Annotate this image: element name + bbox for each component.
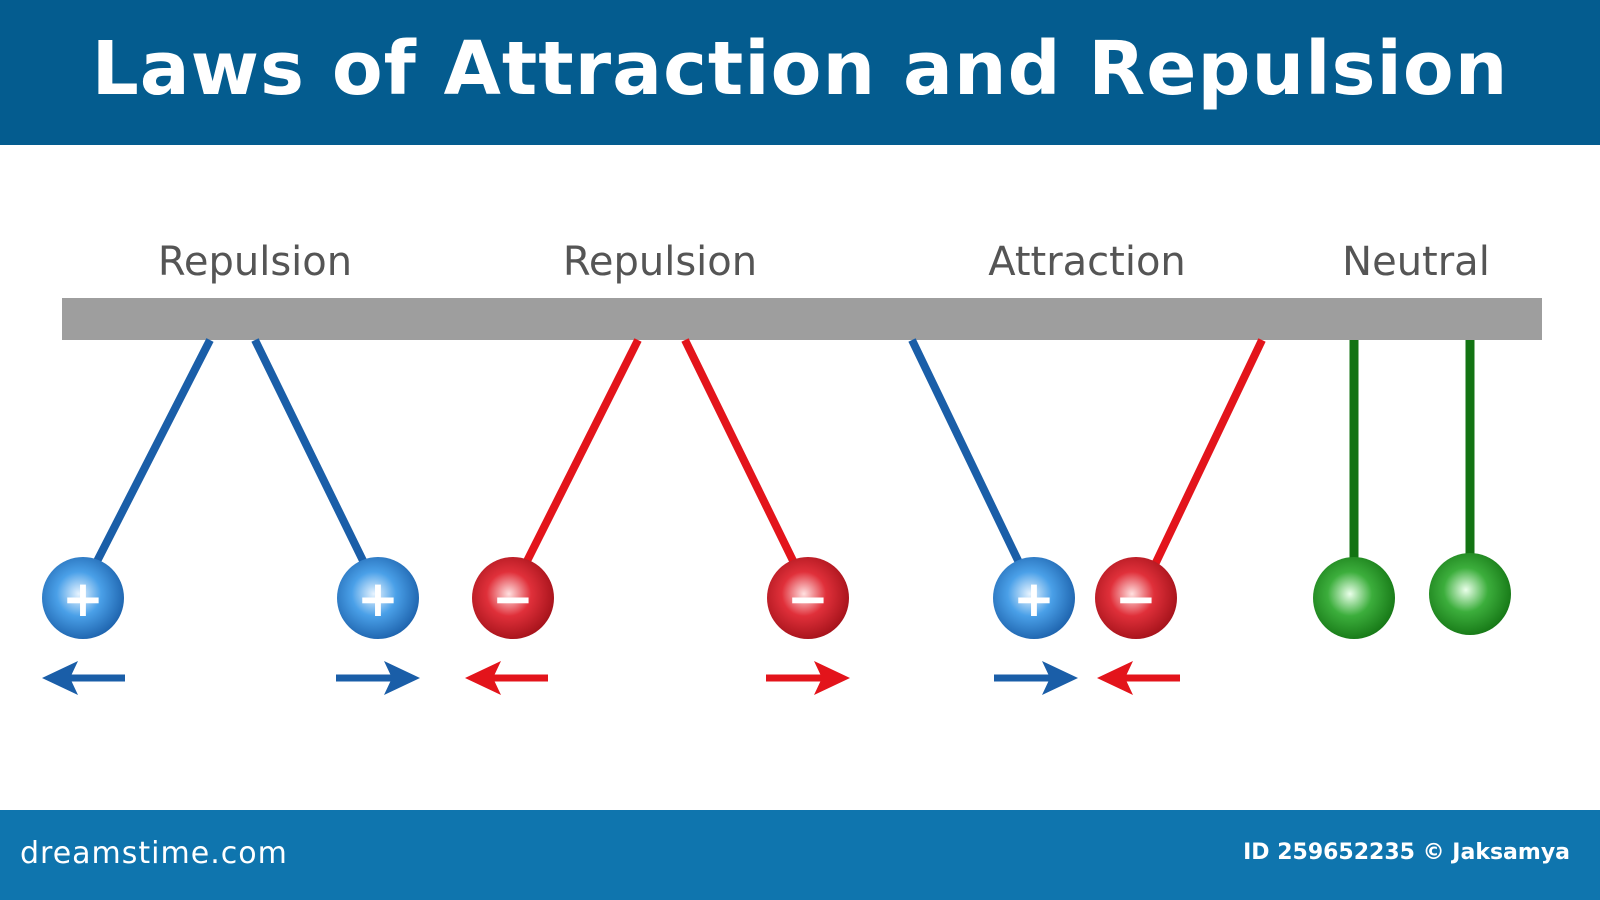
page-title: Laws of Attraction and Repulsion — [91, 25, 1509, 112]
arrow-right-icon — [766, 661, 850, 695]
support-bar — [62, 298, 1542, 340]
group-label-attraction: Attraction — [988, 239, 1186, 285]
arrow-left-icon — [42, 661, 125, 695]
string-blue-3a — [908, 338, 1029, 577]
brand-logo: dreamstime.com — [20, 836, 288, 871]
arrow-left-icon — [465, 661, 548, 695]
sphere-negative-2b — [767, 557, 849, 639]
charge-sign-3b: − — [1115, 570, 1157, 628]
charge-sign-2b: − — [787, 570, 829, 628]
string-red-2b — [681, 338, 804, 577]
sphere-neutral-4b — [1429, 553, 1511, 635]
sphere-negative-2a — [472, 557, 554, 639]
arrow-right-icon — [994, 661, 1078, 695]
footer-bar: dreamstime.com ID 259652235 © Jaksamya — [0, 810, 1600, 900]
charge-sign-2a: − — [492, 570, 534, 628]
string-blue-1b — [251, 338, 374, 577]
sphere-positive-3a — [993, 557, 1075, 639]
group-label-neutral: Neutral — [1342, 239, 1490, 285]
string-red-2a — [516, 338, 642, 577]
string-blue-1a — [86, 338, 214, 577]
group-label-repulsion-negative: Repulsion — [563, 239, 757, 285]
sphere-negative-3b — [1095, 557, 1177, 639]
group-label-repulsion-positive: Repulsion — [158, 239, 352, 285]
charge-sign-3a: + — [1013, 570, 1055, 628]
header-bar: Laws of Attraction and Repulsion — [0, 0, 1600, 145]
string-red-3b — [1146, 338, 1266, 577]
sphere-positive-1b — [337, 557, 419, 639]
sphere-positive-1a — [42, 557, 124, 639]
arrow-right-icon — [336, 661, 420, 695]
image-id: ID 259652235 © Jaksamya — [1243, 840, 1570, 865]
arrow-left-icon — [1097, 661, 1180, 695]
charge-sign-1b: + — [357, 570, 399, 628]
charge-sign-1a: + — [62, 570, 104, 628]
sphere-neutral-4a — [1313, 557, 1395, 639]
